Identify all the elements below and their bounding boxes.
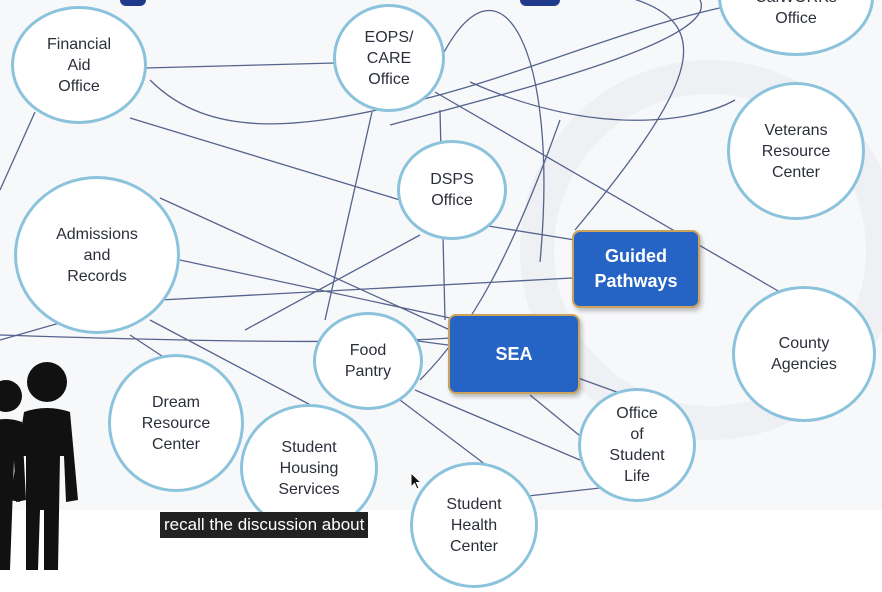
node-dream: Dream Resource Center bbox=[108, 354, 244, 492]
mouse-pointer-icon bbox=[410, 472, 423, 490]
node-admissions: Admissions and Records bbox=[14, 176, 180, 334]
slide-title-fragment bbox=[0, 0, 882, 18]
node-eops-care: EOPS/ CARE Office bbox=[333, 4, 445, 112]
node-student-life: Office of Student Life bbox=[578, 388, 696, 502]
video-caption: recall the discussion about bbox=[160, 512, 369, 538]
node-financial-aid: Financial Aid Office bbox=[11, 6, 147, 124]
node-health: Student Health Center bbox=[410, 462, 538, 588]
box-guided-pathways: Guided Pathways bbox=[572, 230, 700, 308]
node-county: County Agencies bbox=[732, 286, 876, 422]
node-food-pantry: Food Pantry bbox=[313, 312, 423, 410]
node-dsps: DSPS Office bbox=[397, 140, 507, 240]
box-sea: SEA bbox=[448, 314, 580, 394]
people-silhouette-icon bbox=[0, 362, 78, 570]
node-veterans: Veterans Resource Center bbox=[727, 82, 865, 220]
